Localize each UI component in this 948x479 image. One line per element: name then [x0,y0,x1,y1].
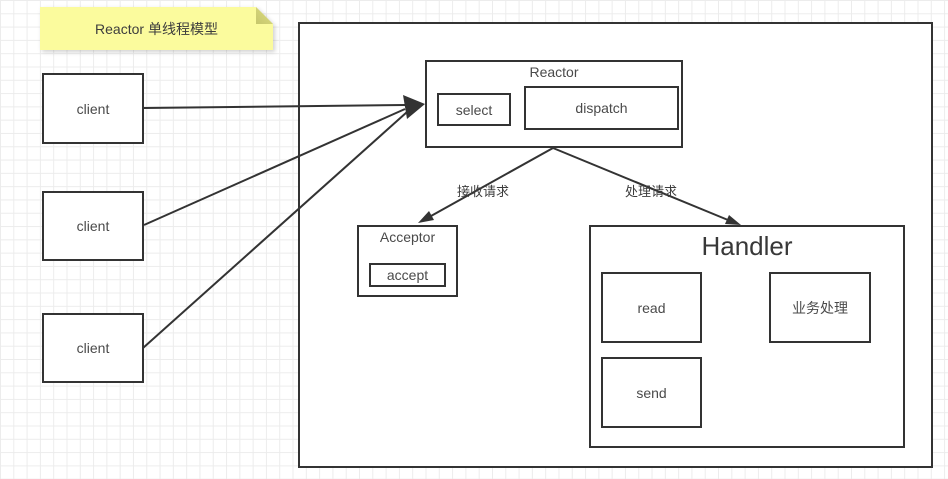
client-node-1-label: client [76,100,110,117]
accept-node-label: accept [386,267,429,283]
select-node: select [437,93,511,126]
sticky-note-title: Reactor 单线程模型 [95,20,218,37]
business-node-label: 业务处理 [792,299,848,316]
client-node-3: client [42,313,144,383]
reactor-title: Reactor [529,64,579,80]
client-node-2: client [42,191,144,261]
send-node-label: send [636,384,667,401]
read-node: read [601,272,702,343]
client-node-3-label: client [76,340,110,356]
sticky-note: Reactor 单线程模型 [40,7,273,50]
accept-node: accept [369,263,446,287]
note-fold-corner-icon [256,7,273,24]
acceptor-title: Acceptor [379,229,436,245]
client-node-1: client [42,73,144,144]
send-node: send [601,357,702,428]
client-node-2-label: client [76,218,110,234]
dispatch-node: dispatch [524,86,679,130]
business-node: 业务处理 [769,272,871,343]
select-node-label: select [455,101,493,118]
edge-label-accept-request: 接收请求 [456,184,509,199]
sticky-note-wrapper: Reactor 单线程模型 [40,7,273,50]
handler-title: Handler [701,231,793,261]
edge-label-handle-request: 处理请求 [624,184,677,199]
read-node-label: read [637,299,666,316]
dispatch-node-label: dispatch [575,100,628,116]
